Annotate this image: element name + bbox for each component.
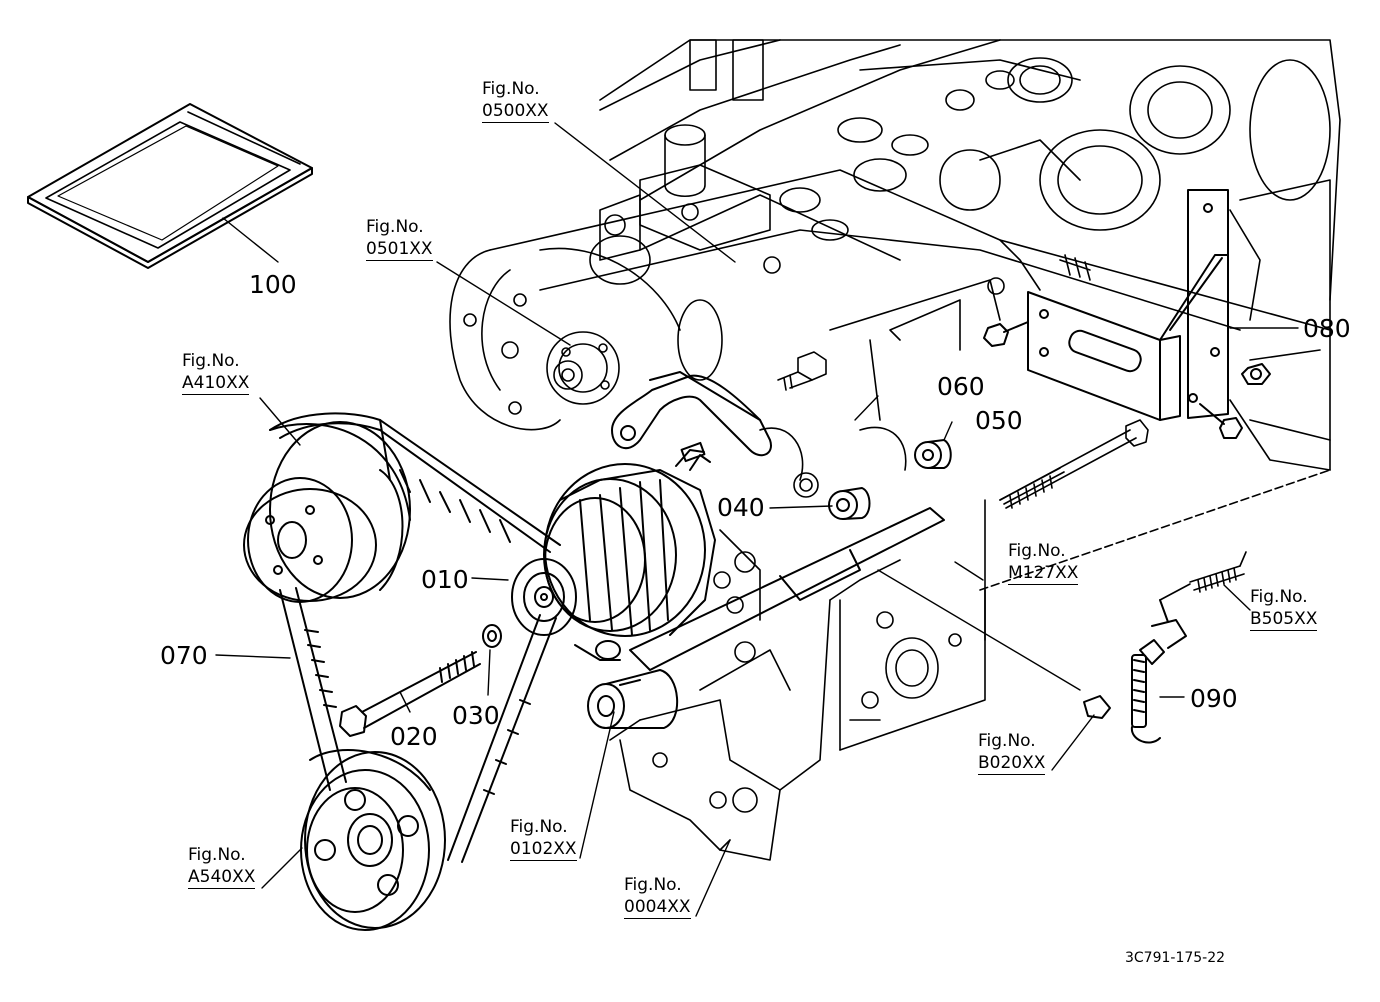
callout-050: 050	[975, 406, 1023, 435]
figure-ref-code: B020XX	[978, 753, 1046, 775]
figure-ref-A410XX: Fig.No. A410XX	[182, 350, 250, 395]
callout-010: 010	[421, 565, 469, 594]
figure-ref-A540XX: Fig.No. A540XX	[188, 844, 256, 889]
callout-030: 030	[452, 701, 500, 730]
figure-ref-label: Fig.No.	[624, 875, 682, 895]
engine-block	[449, 39, 1341, 861]
bushing-050	[914, 439, 952, 469]
figure-ref-0501XX: Fig.No. 0501XX	[366, 216, 433, 261]
adjusting-link	[611, 371, 772, 457]
adjusting-bolt	[777, 351, 827, 391]
figure-ref-0500XX: Fig.No. 0500XX	[482, 78, 549, 123]
alternator	[511, 441, 716, 661]
figure-ref-code: 0500XX	[482, 101, 549, 123]
figure-ref-code: A410XX	[182, 373, 250, 395]
callout-090: 090	[1190, 684, 1238, 713]
long-bolt-upper	[999, 419, 1149, 509]
figure-ref-label: Fig.No.	[188, 845, 246, 865]
figure-ref-label: Fig.No.	[1008, 541, 1066, 561]
tension-roller	[587, 669, 678, 729]
figure-ref-label: Fig.No.	[1250, 587, 1308, 607]
figure-ref-0102XX: Fig.No. 0102XX	[510, 816, 577, 861]
fan-pulley	[243, 421, 411, 603]
figure-ref-label: Fig.No.	[978, 731, 1036, 751]
figure-ref-M127XX: Fig.No. M127XX	[1008, 540, 1079, 585]
figure-ref-code: M127XX	[1008, 563, 1079, 585]
bushing-040	[828, 487, 871, 520]
figure-ref-label: Fig.No.	[366, 217, 424, 237]
callout-100: 100	[249, 270, 297, 299]
figure-ref-label: Fig.No.	[482, 79, 540, 99]
callout-060: 060	[937, 372, 985, 401]
sensor	[1083, 599, 1187, 744]
callout-040: 040	[717, 493, 765, 522]
figure-ref-code: B505XX	[1250, 609, 1318, 631]
spring	[1159, 551, 1247, 601]
callout-020: 020	[390, 722, 438, 751]
figure-ref-label: Fig.No.	[182, 351, 240, 371]
callout-080: 080	[1303, 314, 1351, 343]
figure-ref-code: 0004XX	[624, 897, 691, 919]
document-id: 3C791-175-22	[1125, 950, 1226, 966]
drive-belt	[269, 412, 561, 863]
washer	[482, 624, 502, 648]
figure-ref-code: A540XX	[188, 867, 256, 889]
callout-070: 070	[160, 641, 208, 670]
figure-ref-label: Fig.No.	[510, 817, 568, 837]
figure-ref-B505XX: Fig.No. B505XX	[1250, 586, 1318, 631]
figure-ref-B020XX: Fig.No. B020XX	[978, 730, 1046, 775]
strap-arm	[629, 507, 945, 671]
figure-ref-code: 0102XX	[510, 839, 577, 861]
crank-pulley	[300, 749, 446, 931]
leader-lines	[215, 122, 1299, 917]
alternator-bracket	[983, 189, 1271, 439]
figure-ref-0004XX: Fig.No. 0004XX	[624, 874, 691, 919]
manual-booklet	[27, 103, 313, 269]
alternator-bolt	[339, 651, 481, 737]
figure-ref-code: 0501XX	[366, 239, 433, 261]
